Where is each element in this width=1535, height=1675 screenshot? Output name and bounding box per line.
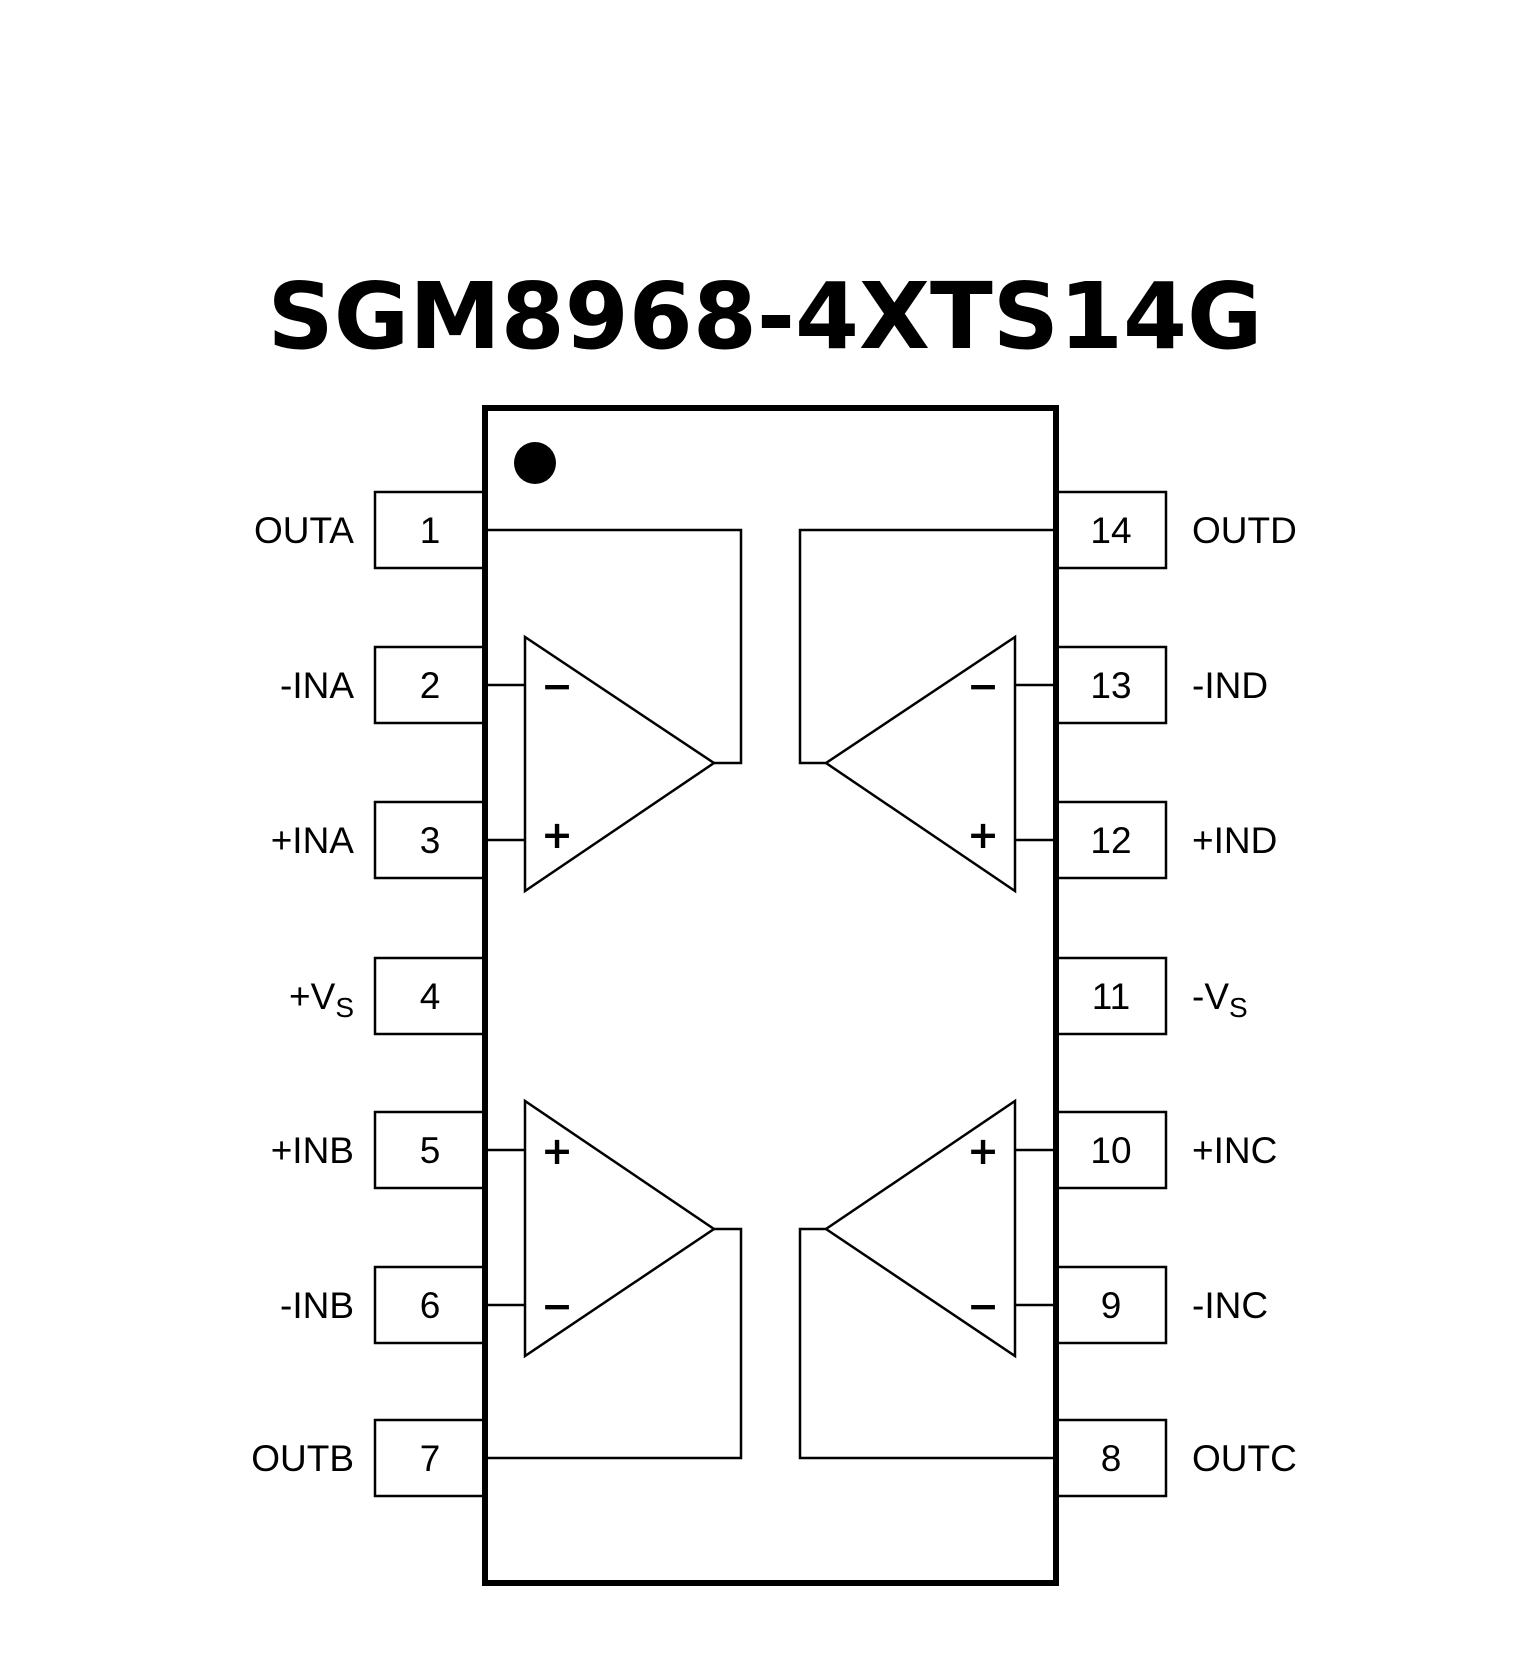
pin-2-box: [373, 645, 487, 725]
ic-package-body: [482, 405, 1059, 1586]
pin-6-box: [373, 1265, 487, 1345]
pin-label-text: OUTB: [251, 1438, 354, 1479]
pin-1-label: OUTA: [254, 510, 354, 551]
pin-6-number: 6: [420, 1285, 441, 1326]
pin-label-text: +V: [289, 976, 336, 1017]
pin-10-box: [1054, 1110, 1168, 1190]
opamp-b-feedback-wire: [487, 1227, 743, 1460]
opamp-d: − +: [798, 528, 1054, 894]
pin-13-number: 13: [1090, 665, 1131, 706]
pin-8-label: OUTC: [1192, 1438, 1297, 1479]
opamp-b-triangle: [523, 1098, 717, 1359]
pin-label-text: -INA: [280, 665, 354, 706]
opamp-a-triangle: [523, 634, 717, 894]
pin-label-text: +INC: [1192, 1130, 1277, 1171]
pin-10-label: +INC: [1192, 1130, 1277, 1171]
minus-sign: −: [967, 664, 999, 708]
pin-label-text: -INB: [280, 1285, 354, 1326]
pin-label-text: +INB: [271, 1130, 354, 1171]
minus-sign: −: [967, 1284, 999, 1328]
pin-13-label: -IND: [1192, 665, 1268, 706]
plus-sign: +: [967, 1129, 999, 1173]
pin-8-box: [1054, 1418, 1168, 1498]
pin-label-text: +INA: [271, 820, 355, 861]
pin-11-label: -VS: [1192, 976, 1248, 1023]
minus-sign: −: [541, 1284, 573, 1328]
pin-6-label: -INB: [280, 1285, 354, 1326]
pin-5-box: [373, 1110, 487, 1190]
opamp-c-triangle: [823, 1098, 1017, 1359]
pin-label-text: OUTD: [1192, 510, 1297, 551]
pin-5-label: +INB: [271, 1130, 354, 1171]
pin-12-label: +IND: [1192, 820, 1277, 861]
opamp-c: + −: [798, 1098, 1054, 1460]
pin-label-text: -IND: [1192, 665, 1268, 706]
pin-14-label: OUTD: [1192, 510, 1297, 551]
pin-9-box: [1054, 1265, 1168, 1345]
pin-9-label: -INC: [1192, 1285, 1268, 1326]
pin-7-label: OUTB: [251, 1438, 354, 1479]
pin-5-number: 5: [420, 1130, 441, 1171]
pin-11-number: 11: [1092, 976, 1130, 1017]
pin-3-number: 3: [420, 820, 441, 861]
plus-sign: +: [541, 813, 573, 857]
opamp-a: − +: [487, 528, 743, 894]
opamp-d-triangle: [823, 634, 1017, 894]
pin-2-label: -INA: [280, 665, 354, 706]
pin-4-number: 4: [420, 976, 441, 1017]
pin-label-text: -V: [1192, 976, 1229, 1017]
pin-14-number: 14: [1090, 510, 1131, 551]
pin-1-number: 1: [420, 510, 441, 551]
pin-label-text: -INC: [1192, 1285, 1268, 1326]
pin-4-label: +VS: [289, 976, 354, 1023]
minus-sign: −: [541, 664, 573, 708]
pin-label-text: OUTA: [254, 510, 354, 551]
pin-13-box: [1054, 645, 1168, 725]
pin-1-box: [373, 490, 487, 570]
pin-7-box: [373, 1418, 487, 1498]
part-number-title: SGM8968-4XTS14G: [267, 263, 1262, 370]
plus-sign: +: [541, 1129, 573, 1173]
plus-sign: +: [967, 813, 999, 857]
pin-9-number: 9: [1101, 1285, 1122, 1326]
pin-12-number: 12: [1090, 820, 1131, 861]
pin-8-number: 8: [1101, 1438, 1122, 1479]
pin-3-label: +INA: [271, 820, 355, 861]
pin-11-box: [1054, 956, 1168, 1036]
pin-label-subscript: S: [335, 992, 354, 1023]
pin-4-box: [373, 956, 487, 1036]
pin1-indicator-dot: [514, 442, 556, 484]
pin-7-number: 7: [420, 1438, 441, 1479]
pin-12-box: [1054, 800, 1168, 880]
pin-label-subscript: S: [1229, 992, 1248, 1023]
opamp-a-feedback-wire: [487, 528, 743, 765]
pin-2-number: 2: [420, 665, 441, 706]
opamp-c-feedback-wire: [798, 1227, 1054, 1460]
pin-3-box: [373, 800, 487, 880]
pin-10-number: 10: [1090, 1130, 1131, 1171]
pin-label-text: OUTC: [1192, 1438, 1297, 1479]
opamp-b: + −: [487, 1098, 743, 1460]
pin-label-text: +IND: [1192, 820, 1277, 861]
pin-14-box: [1054, 490, 1168, 570]
opamp-d-feedback-wire: [798, 528, 1054, 765]
